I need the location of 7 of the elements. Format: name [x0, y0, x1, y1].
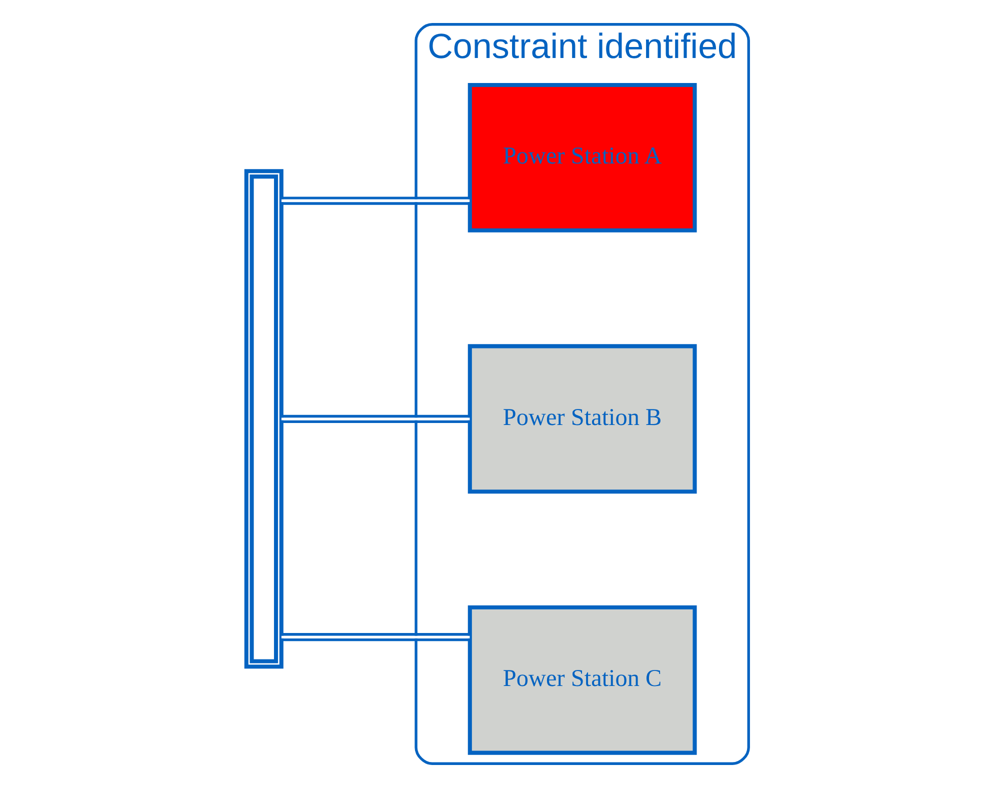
node-box: Power Station C	[467, 605, 696, 755]
connector	[280, 414, 470, 423]
connector	[280, 196, 470, 205]
connector	[280, 633, 470, 642]
node-box: Power Station A	[467, 82, 696, 232]
node-box: Power Station B	[467, 344, 696, 494]
node-bar	[244, 169, 283, 669]
